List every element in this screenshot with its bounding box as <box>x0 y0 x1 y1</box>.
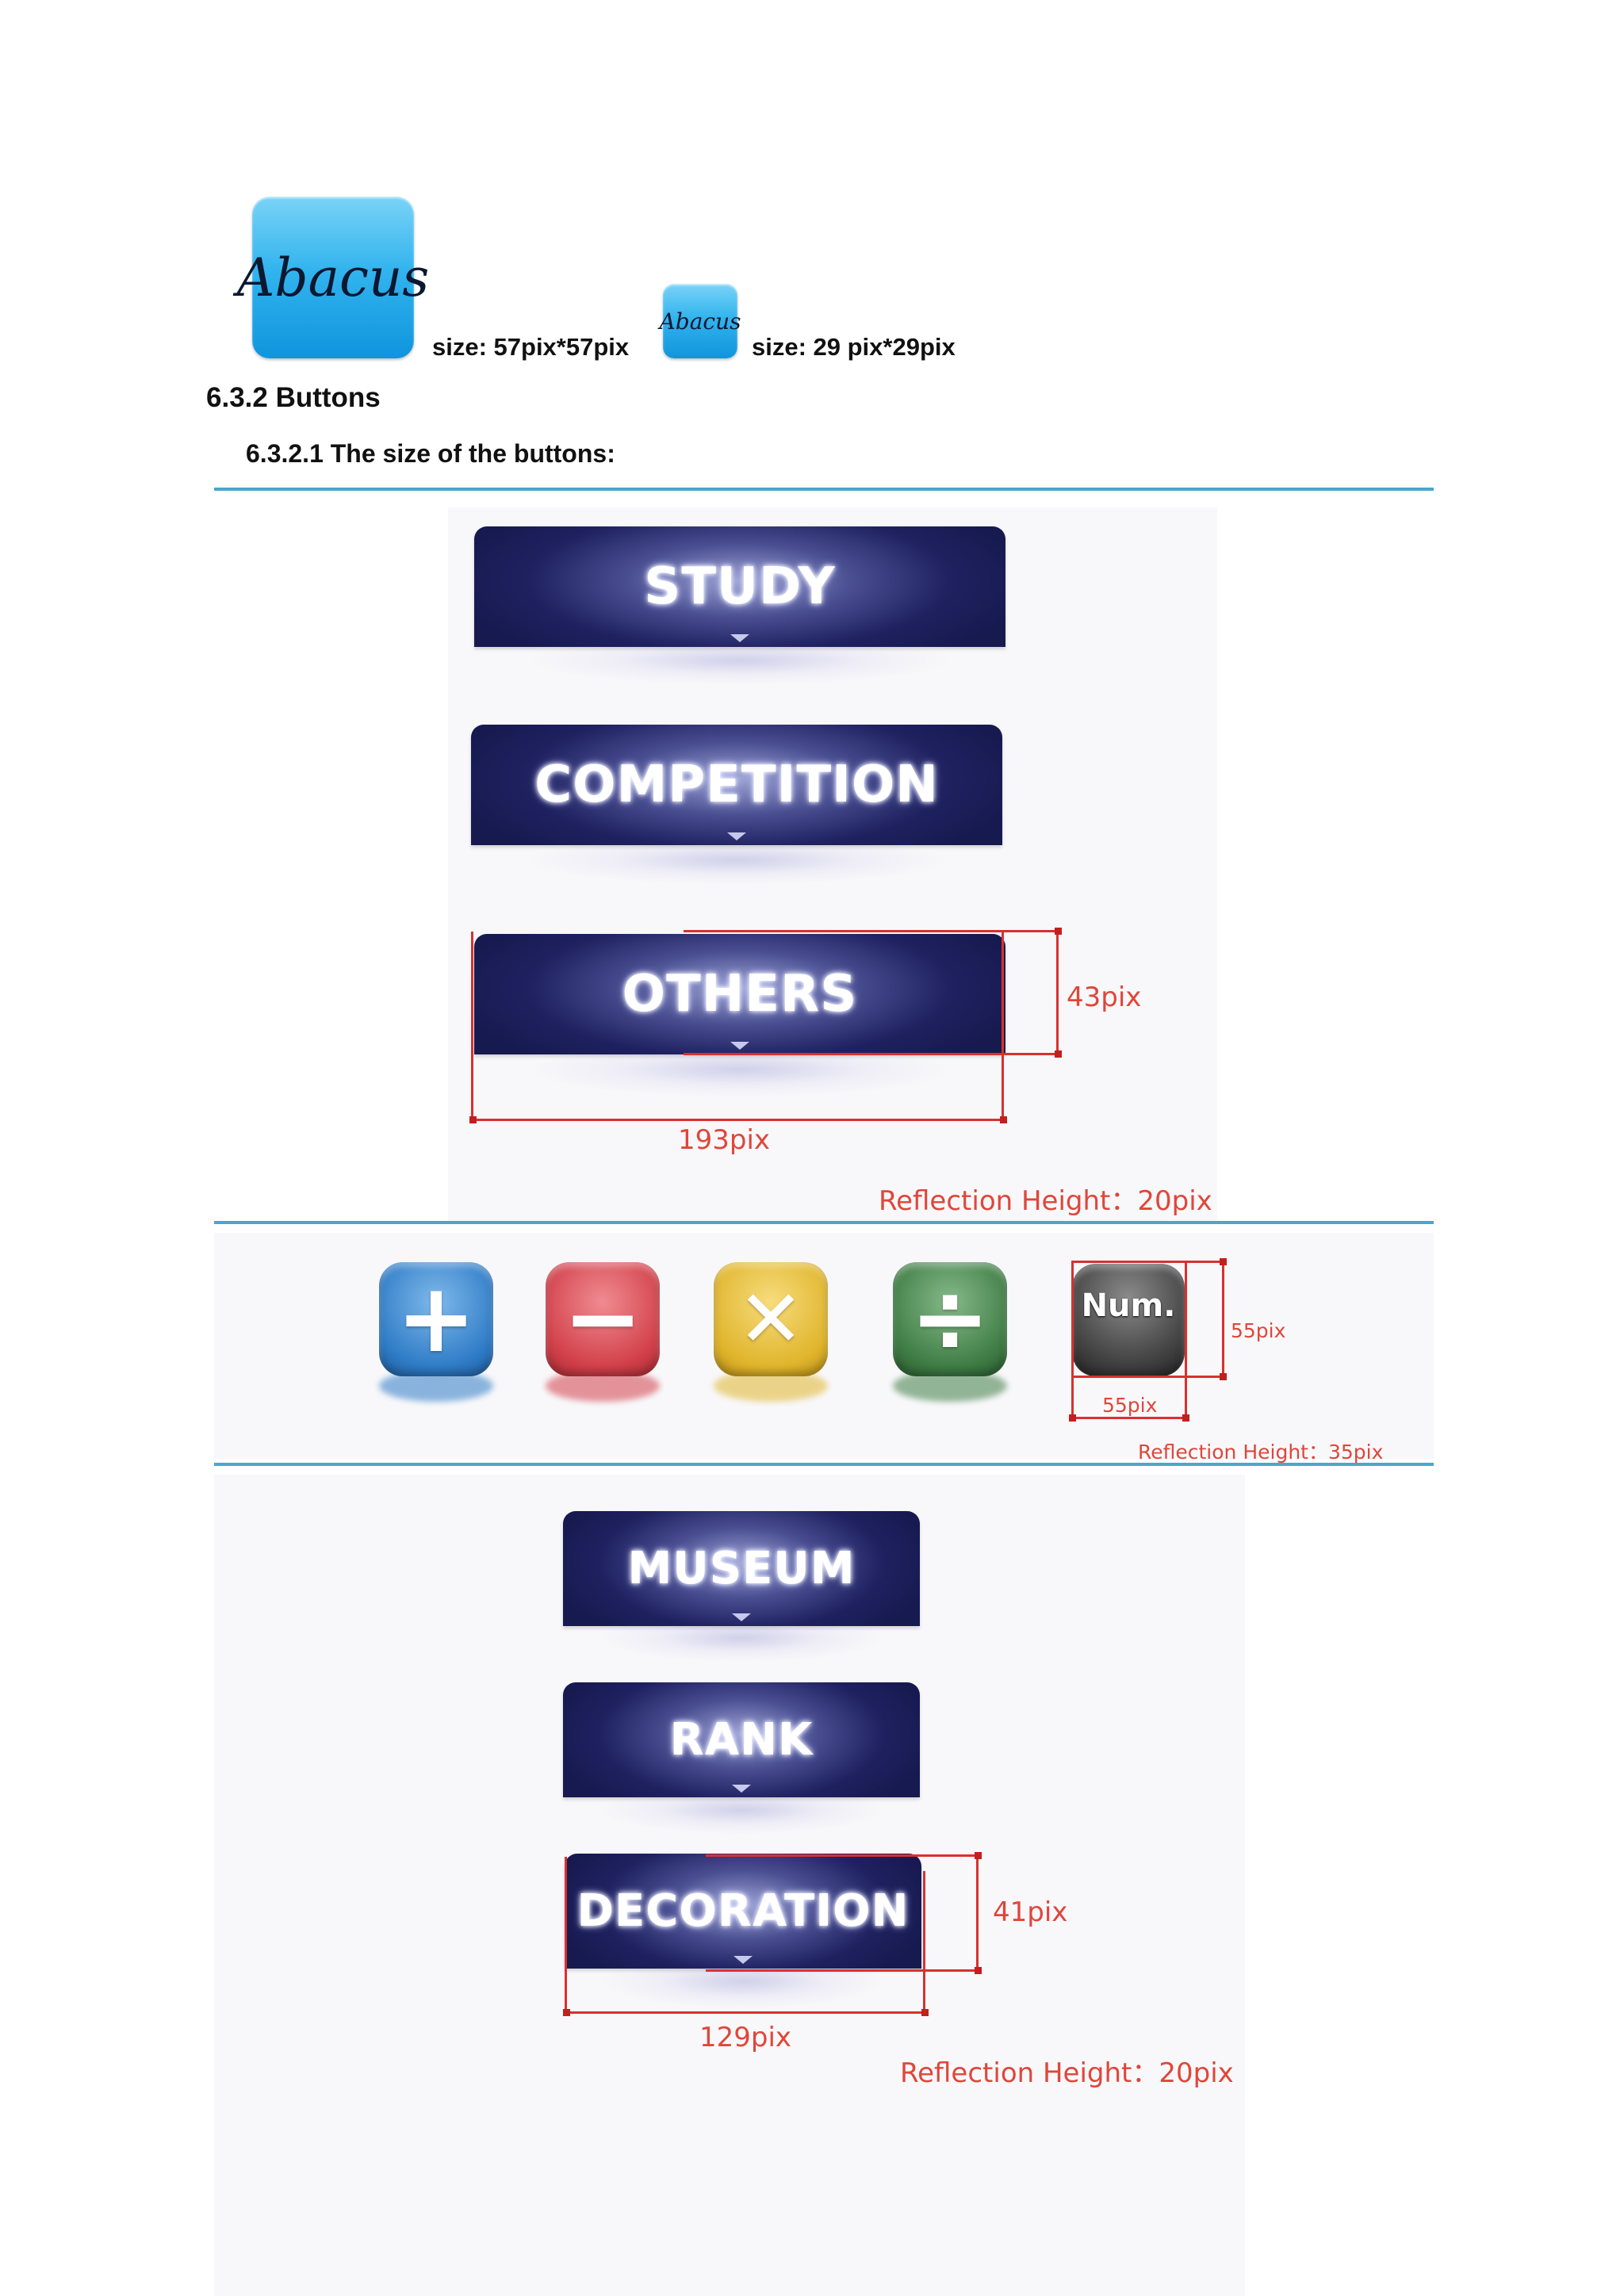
dimension-line <box>1071 1261 1074 1419</box>
decoration-width-dimension-label: 129pix <box>699 2022 792 2053</box>
plus-button[interactable]: + <box>379 1262 493 1376</box>
button-reflection <box>563 1621 920 1677</box>
dimension-marker <box>1055 1050 1062 1058</box>
study-button[interactable]: STUDY <box>474 526 1005 647</box>
study-button-label: STUDY <box>644 557 836 616</box>
dimension-marker <box>1055 928 1062 935</box>
dimension-line <box>1071 1376 1224 1378</box>
dimension-marker <box>469 1116 477 1123</box>
divider-bottom <box>214 1463 1434 1466</box>
dimension-line <box>1002 932 1004 1122</box>
chevron-down-icon <box>727 832 746 840</box>
math-width-dimension-label: 55pix <box>1102 1394 1158 1417</box>
button-reflection <box>474 644 1005 699</box>
minus-button[interactable]: − <box>546 1262 660 1376</box>
dimension-marker <box>921 2009 929 2016</box>
dimension-marker <box>975 1852 982 1859</box>
abacus-app-icon-large: Abacus <box>237 197 429 358</box>
decoration-button-label: DECORATION <box>576 1885 910 1937</box>
divider-top <box>214 488 1434 491</box>
dimension-marker <box>1000 1116 1007 1123</box>
button-reflection <box>565 1962 921 2026</box>
museum-button-label: MUSEUM <box>627 1543 856 1594</box>
dimension-line <box>684 1053 1058 1055</box>
dimension-line <box>1056 930 1059 1055</box>
large-icon-size-caption: size: 57pix*57pix <box>432 333 630 361</box>
chevron-down-icon <box>732 1613 751 1621</box>
dimension-line <box>706 1969 979 1972</box>
dimension-marker <box>1182 1414 1189 1422</box>
reflection-height-label: Reflection Height：20pix <box>879 1185 1212 1217</box>
competition-button[interactable]: COMPETITION <box>471 725 1002 845</box>
abacus-logo-text-small: Abacus <box>659 308 741 335</box>
multiply-button[interactable]: ✕ <box>714 1262 828 1376</box>
divide-button[interactable]: ÷ <box>893 1262 1007 1376</box>
plus-icon: + <box>396 1264 477 1374</box>
chevron-down-icon <box>730 1042 749 1050</box>
width-dimension-label: 193pix <box>678 1124 771 1156</box>
decoration-button[interactable]: DECORATION <box>565 1854 921 1969</box>
dimension-marker <box>975 1967 982 1974</box>
button-reflection <box>474 1050 1005 1114</box>
chevron-down-icon <box>730 634 749 642</box>
dimension-marker <box>563 2009 570 2016</box>
chevron-down-icon <box>733 1956 753 1964</box>
decoration-height-dimension-label: 41pix <box>993 1896 1068 1928</box>
dimension-line <box>565 1857 567 2014</box>
dimension-marker <box>1220 1258 1227 1265</box>
dimension-line <box>1185 1261 1187 1419</box>
dimension-line <box>706 1854 979 1857</box>
dimension-line <box>1222 1261 1224 1378</box>
dimension-marker <box>1220 1373 1227 1380</box>
dimension-line <box>1071 1261 1224 1263</box>
dimension-line <box>976 1854 979 1972</box>
minus-icon: − <box>562 1264 643 1374</box>
small-icon-size-caption: size: 29 pix*29pix <box>752 333 956 361</box>
num-button[interactable]: Num. <box>1072 1264 1185 1376</box>
dimension-line <box>565 2011 925 2014</box>
dimension-line <box>923 1871 925 2014</box>
decoration-reflection-height-label: Reflection Height：20pix <box>900 2057 1234 2089</box>
divide-icon: ÷ <box>910 1264 990 1374</box>
divider-middle <box>214 1221 1434 1224</box>
others-button-label: OTHERS <box>622 965 858 1024</box>
section-heading: 6.3.2 Buttons <box>206 382 381 413</box>
abacus-logo-text: Abacus <box>236 247 430 308</box>
abacus-app-icon-small: Abacus <box>660 284 741 358</box>
dimension-marker <box>1069 1414 1076 1422</box>
competition-button-label: COMPETITION <box>534 756 939 814</box>
button-reflection <box>471 844 1002 899</box>
height-dimension-label: 43pix <box>1067 982 1142 1013</box>
dimension-line <box>1071 1417 1187 1419</box>
museum-button[interactable]: MUSEUM <box>563 1511 920 1626</box>
subsection-heading: 6.3.2.1 The size of the buttons: <box>246 439 615 468</box>
math-reflection-height-label: Reflection Height：35pix <box>1138 1441 1384 1464</box>
chevron-down-icon <box>732 1785 751 1793</box>
dimension-line <box>684 930 1058 932</box>
dimension-line <box>471 1119 1004 1121</box>
others-button[interactable]: OTHERS <box>474 934 1005 1054</box>
rank-button[interactable]: RANK <box>563 1682 920 1797</box>
rank-button-label: RANK <box>669 1714 814 1766</box>
math-height-dimension-label: 55pix <box>1231 1319 1286 1342</box>
num-button-label: Num. <box>1081 1288 1176 1324</box>
multiply-icon: ✕ <box>737 1272 804 1365</box>
button-reflection <box>563 1793 920 1849</box>
dimension-line <box>471 932 473 1122</box>
